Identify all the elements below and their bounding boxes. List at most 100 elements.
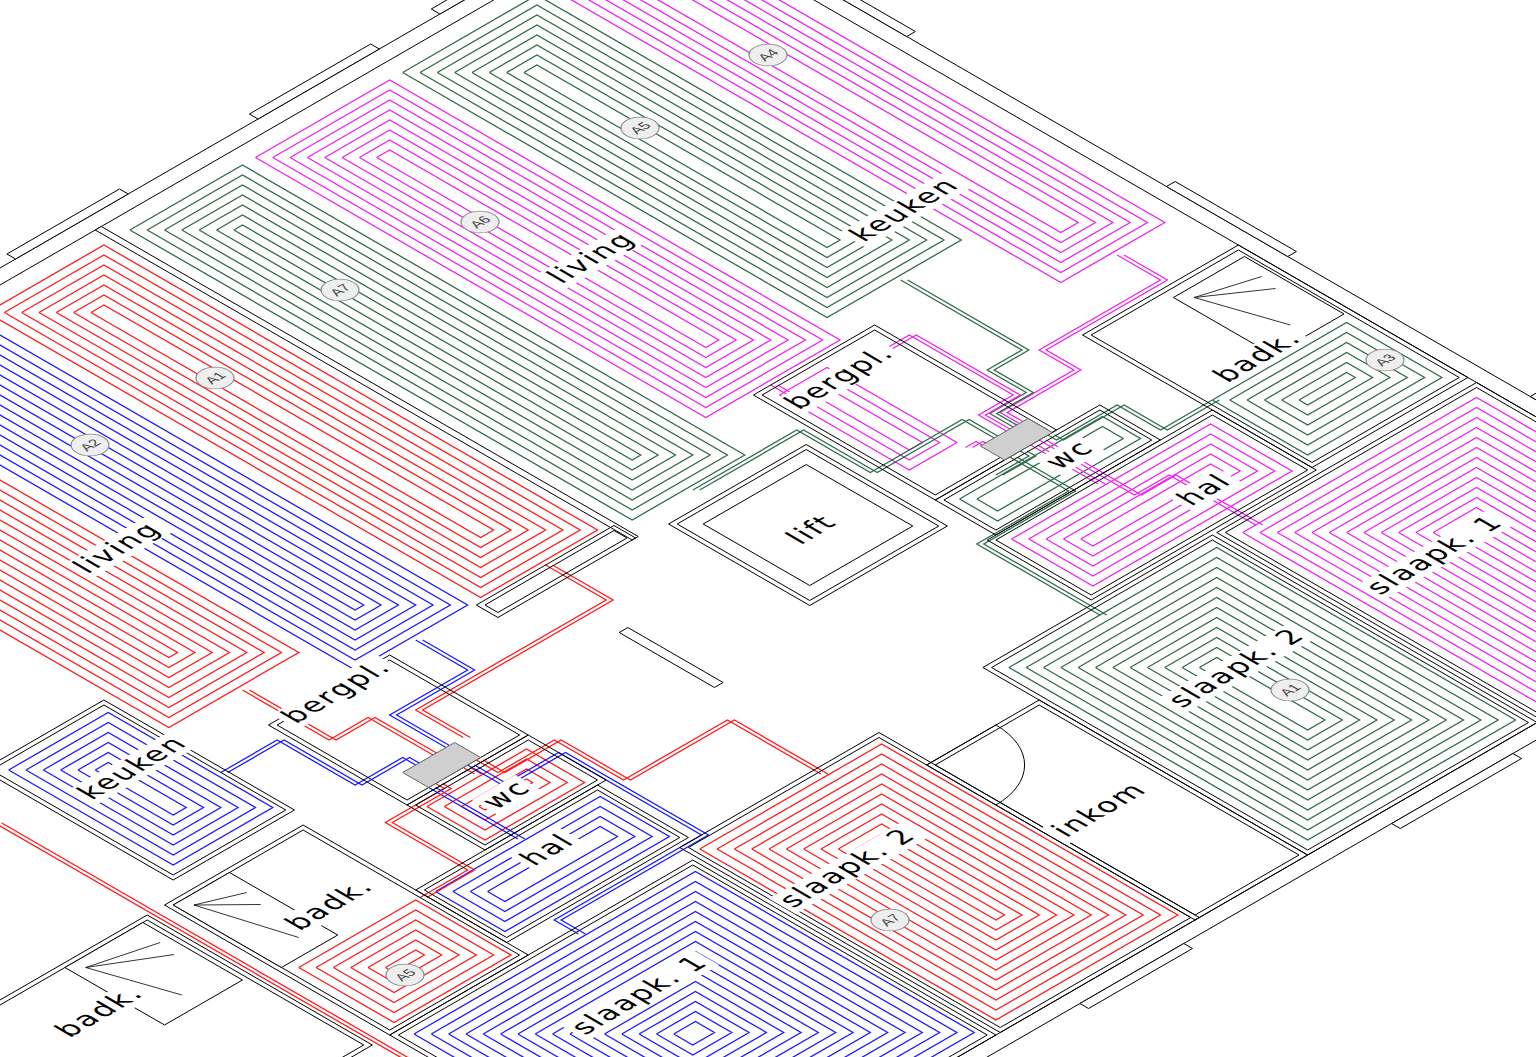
pipe-lead [693, 377, 994, 551]
window [1167, 182, 1297, 257]
callout-circle: A5 [377, 959, 432, 991]
room-label: living [63, 516, 172, 579]
room-label: lift [776, 509, 848, 550]
room-label: slaapk. 1 [1356, 509, 1515, 601]
room-wall [992, 540, 1529, 850]
room-label: wc [472, 775, 542, 816]
heating-loop [0, 320, 468, 670]
callout-circle: A5 [612, 112, 667, 144]
callout-circle: A4 [740, 39, 795, 71]
pipe-lead [483, 668, 828, 867]
room-label: keuken [840, 172, 971, 248]
window [1080, 944, 1193, 1009]
room-label: slaapk. 2 [769, 822, 928, 914]
heating-loop [1243, 398, 1536, 706]
callout-number: A7 [876, 912, 905, 929]
window [1392, 754, 1522, 829]
room-wall [268, 655, 528, 805]
room-label: hal [510, 828, 586, 872]
callout-circle: A2 [62, 429, 117, 461]
room-wall [277, 660, 519, 800]
room-label: inkom [1042, 777, 1158, 844]
heating-loop [0, 393, 299, 728]
pipe-lead [700, 377, 1001, 551]
room-wall [753, 325, 1056, 500]
callout-circle: A3 [1357, 344, 1412, 376]
room-label: keuken [68, 730, 199, 806]
wall [355, 562, 1536, 1057]
room-wall [762, 330, 1048, 495]
window [751, 0, 916, 37]
callout-circle: A1 [187, 362, 242, 394]
room-label: badk. [1203, 325, 1313, 388]
pipe-lead [918, 457, 1192, 615]
room-wall [927, 700, 1308, 920]
room-label: hal [1167, 468, 1243, 512]
room-wall [424, 790, 679, 938]
callout-number: A1 [201, 370, 230, 387]
callout-number: A6 [466, 214, 495, 231]
window [249, 44, 379, 119]
room-wall [983, 535, 1536, 855]
room-wall [165, 825, 529, 1035]
room-wall [1217, 383, 1536, 721]
callout-circle: A6 [452, 206, 507, 238]
room-wall [0, 700, 294, 880]
manifold [980, 419, 1052, 461]
wall [0, 0, 667, 743]
pipe-lead [922, 255, 1214, 424]
room-wall [1083, 245, 1468, 468]
pipe-lead [0, 823, 402, 1057]
room-wall [677, 450, 939, 601]
pipe-lead [2, 823, 409, 1057]
room-label: slaapk. 1 [561, 949, 720, 1041]
window [431, 0, 544, 14]
shower-symbol [86, 936, 174, 987]
room-label: bergpl. [272, 654, 403, 730]
room-wall [390, 860, 996, 1057]
pipe-lead [476, 668, 821, 867]
shower-symbol [86, 934, 160, 977]
heating-loop [403, 0, 962, 318]
heating-loop [0, 245, 598, 598]
callout-number: A2 [76, 437, 105, 454]
pipe-lead [925, 457, 1199, 615]
room-wall [0, 705, 286, 875]
callout-number: A5 [626, 120, 655, 137]
room-label: living [537, 226, 646, 289]
pipe-lead [338, 640, 524, 748]
pipe-lead [228, 713, 423, 826]
callout-number: A3 [1371, 352, 1400, 369]
window [7, 189, 128, 259]
door-swing [927, 725, 1066, 805]
room-label: wc [1035, 435, 1105, 476]
manifold [403, 743, 481, 788]
room-wall [944, 410, 1152, 530]
shower-symbol [194, 886, 261, 925]
room-wall [680, 733, 1200, 1033]
room-wall [1225, 388, 1536, 716]
callout-number: A5 [391, 967, 420, 984]
room-label: badk. [275, 873, 385, 936]
callout-circle: A1 [1262, 674, 1317, 706]
room-wall [703, 465, 913, 586]
heating-loop [9, 713, 273, 866]
room-wall [688, 738, 1190, 1028]
callout-number: A7 [326, 282, 355, 299]
room-wall [935, 405, 1160, 535]
callout-number: A4 [754, 47, 783, 64]
shower-symbol [194, 884, 247, 915]
pipe-lead [221, 713, 416, 826]
pipe-lead [362, 565, 661, 738]
wall [639, 0, 1536, 579]
room-wall [398, 865, 987, 1057]
room-wall [935, 705, 1299, 915]
room-wall [1091, 250, 1459, 463]
room-label: bergpl. [775, 340, 906, 416]
window [1530, 392, 1536, 477]
room-wall [669, 445, 948, 606]
callout-number: A1 [1276, 682, 1305, 699]
